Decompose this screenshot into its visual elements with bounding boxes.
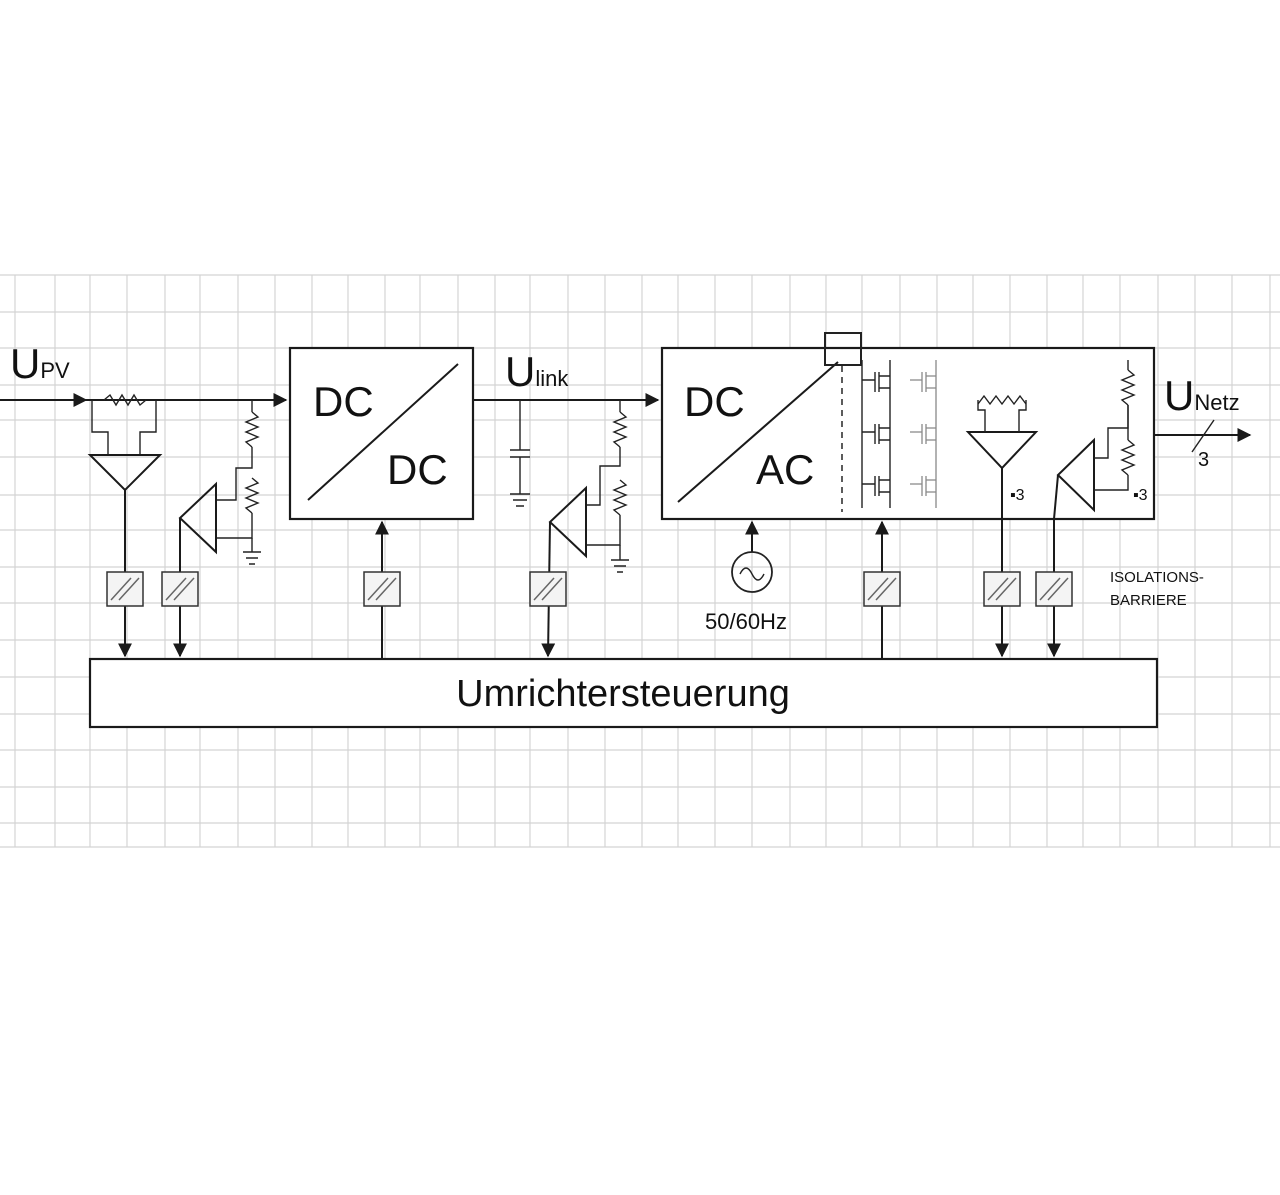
isolation-coupler bbox=[983, 571, 1021, 607]
switch-transistor-column-2 bbox=[910, 360, 937, 508]
grid-current-amplifier: ▪3 bbox=[965, 394, 1039, 519]
dc-link-capacitor bbox=[510, 400, 530, 507]
phase-count-label: 3 bbox=[1198, 449, 1209, 471]
dcdc-label-top: DC bbox=[313, 378, 374, 425]
link-voltage-sensor bbox=[541, 400, 629, 658]
pv-current-shunt bbox=[87, 393, 163, 658]
isolation-coupler bbox=[363, 571, 401, 607]
dcac-label-bottom: AC bbox=[756, 446, 814, 493]
dcdc-label-bottom: DC bbox=[387, 446, 448, 493]
controller-block: Umrichtersteuerung bbox=[88, 657, 1159, 729]
pv-voltage-sensor bbox=[173, 400, 261, 658]
dcac-label-top: DC bbox=[684, 378, 745, 425]
switch-transistor-column bbox=[861, 360, 891, 508]
controller-label: Umrichtersteuerung bbox=[456, 673, 790, 715]
u-pv-label: UPV bbox=[10, 340, 70, 387]
isolation-label-line1: ISOLATIONS- bbox=[1110, 569, 1204, 586]
frequency-reference: 50/60Hz bbox=[705, 520, 787, 634]
isolation-coupler bbox=[529, 571, 567, 607]
isolation-coupler bbox=[106, 571, 144, 607]
u-link-label: Ulink bbox=[505, 348, 569, 395]
isolation-label-line2: BARRIERE bbox=[1110, 592, 1187, 609]
dcdc-converter-block: DC DC bbox=[288, 346, 475, 521]
isolation-couplers bbox=[106, 571, 1073, 607]
frequency-label: 50/60Hz bbox=[705, 609, 787, 634]
u-netz-label: UNetz bbox=[1164, 372, 1240, 419]
times3-label-a: ▪3 bbox=[1010, 487, 1025, 504]
isolation-coupler bbox=[1035, 571, 1073, 607]
times3-label-b: ▪3 bbox=[1133, 487, 1148, 504]
grid-voltage-amplifier: ▪3 bbox=[1053, 360, 1148, 520]
isolation-coupler bbox=[863, 571, 901, 607]
dcac-inverter-block: DC AC ▪3 bbox=[660, 332, 1156, 521]
isolation-coupler bbox=[161, 571, 199, 607]
